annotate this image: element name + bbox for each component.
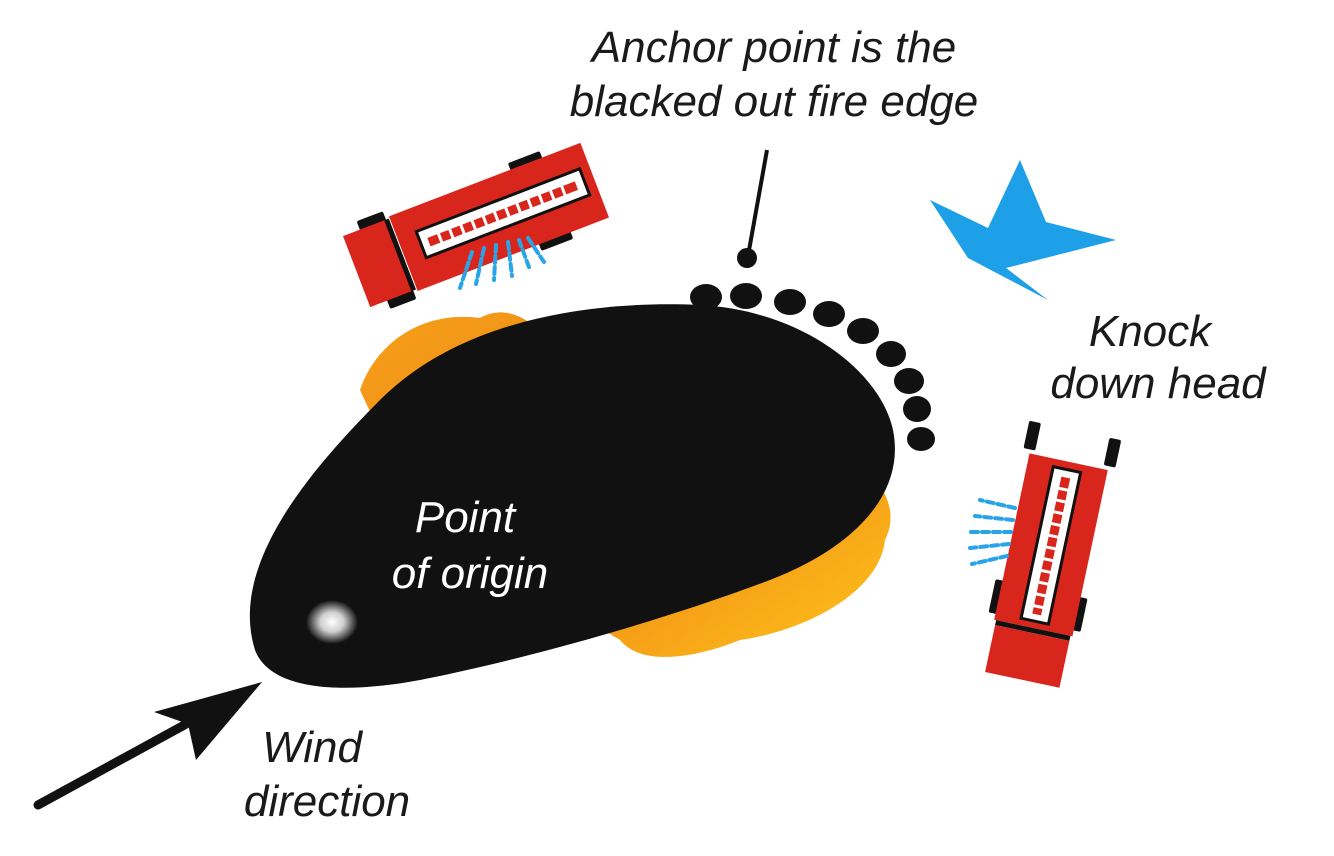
wind-label-line1: Wind <box>262 723 363 772</box>
wind-arrow-icon <box>33 682 262 810</box>
anchor-dot <box>876 341 906 367</box>
knock-down-arrow-icon <box>930 160 1116 300</box>
anchor-dot <box>690 284 722 310</box>
wind-label-line2: direction <box>244 777 410 826</box>
anchor-pointer-line <box>746 149 769 257</box>
water-spray-icon <box>458 236 546 290</box>
knock-label-line1: Knock <box>1089 307 1213 356</box>
anchor-pointer-dot <box>737 248 757 268</box>
anchor-dot <box>730 283 762 309</box>
fire-truck-icon <box>985 421 1121 688</box>
anchor-dot <box>813 301 845 327</box>
knock-label-line2: down head <box>1050 359 1267 408</box>
anchor-dot <box>907 427 935 451</box>
anchor-label-line1: Anchor point is the <box>589 23 956 72</box>
point-of-origin-marker <box>306 600 358 644</box>
anchor-dots <box>690 283 935 451</box>
anchor-dot <box>774 289 806 315</box>
origin-label-line2: of origin <box>392 549 549 598</box>
anchor-dot <box>847 318 879 344</box>
burned-area <box>249 304 895 688</box>
fire-truck-icon <box>343 142 610 309</box>
water-spray-icon <box>968 498 1017 566</box>
anchor-dot <box>903 396 931 422</box>
anchor-label-line2: blacked out fire edge <box>570 77 979 126</box>
anchor-dot <box>894 368 924 394</box>
origin-label-line1: Point <box>415 493 517 542</box>
